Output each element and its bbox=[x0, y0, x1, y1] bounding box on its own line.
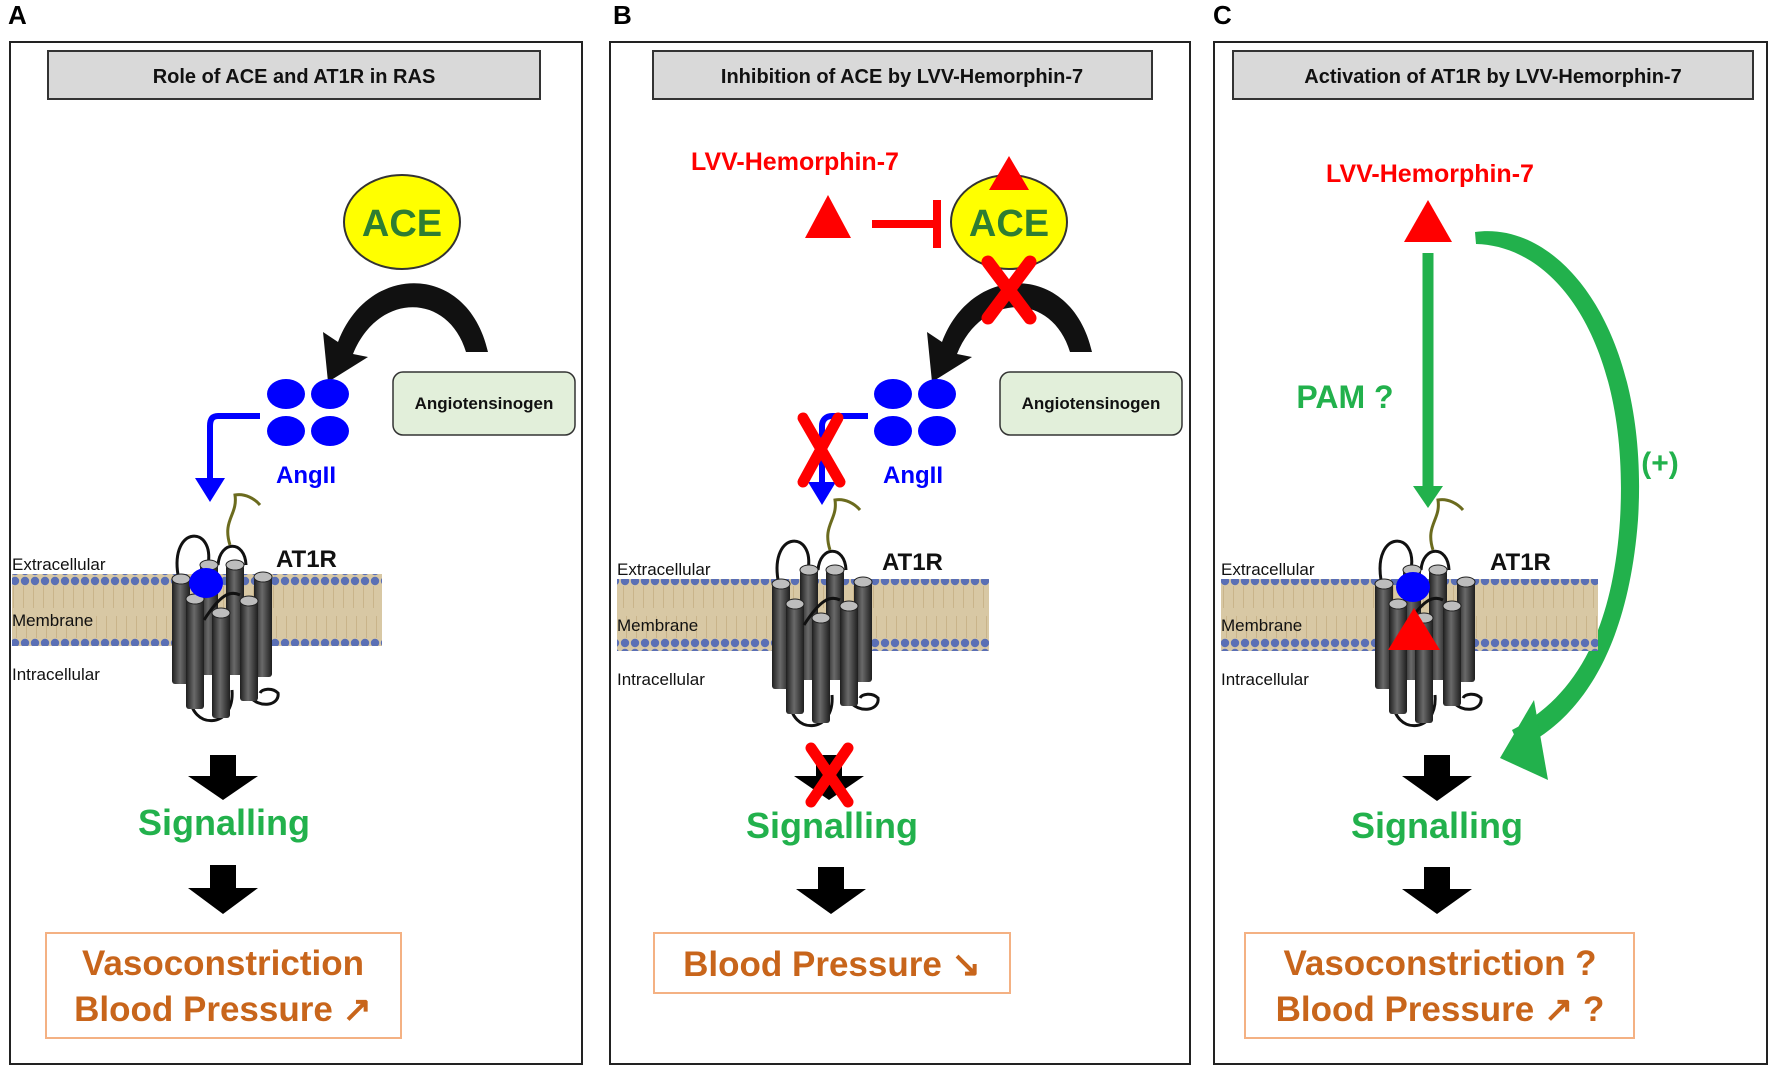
block-cross bbox=[797, 412, 846, 488]
outcome-line: Vasoconstriction bbox=[82, 944, 364, 983]
panel-title-box bbox=[47, 50, 541, 100]
panel-a: A Role of ACE and AT1R in RAS ACE Angiot… bbox=[8, 0, 583, 1065]
positive-effect-arrowhead bbox=[1500, 700, 1548, 780]
panel-title-box bbox=[1232, 50, 1754, 100]
angiotensinogen-label: Angiotensinogen bbox=[1022, 394, 1161, 413]
angII-molecule bbox=[874, 379, 956, 446]
outcome-line: Blood Pressure ↗ bbox=[74, 990, 372, 1029]
positive-effect-arrow bbox=[1475, 231, 1640, 749]
angII-arrowhead bbox=[195, 478, 225, 502]
panel-frame bbox=[9, 41, 583, 1065]
outcome-box bbox=[1244, 932, 1635, 1039]
panel-title: Role of ACE and AT1R in RAS bbox=[153, 66, 436, 88]
at1r-label: AT1R bbox=[276, 546, 337, 573]
block-cross bbox=[981, 255, 1037, 325]
panel-letter: A bbox=[8, 0, 27, 30]
panel-title: Inhibition of ACE by LVV-Hemorphin-7 bbox=[721, 66, 1083, 88]
outcome-line: Blood Pressure ↗ ? bbox=[1276, 990, 1605, 1029]
down-arrow-2 bbox=[1402, 867, 1472, 914]
angII-molecule bbox=[267, 379, 349, 446]
panel-letter: C bbox=[1213, 0, 1232, 30]
angiotensinogen-box bbox=[392, 371, 576, 436]
intracellular-label: Intracellular bbox=[617, 670, 705, 689]
outcome-line: Blood Pressure ↘ bbox=[683, 945, 981, 984]
pam-label: PAM ? bbox=[1296, 379, 1393, 415]
extracellular-label: Extracellular bbox=[12, 555, 106, 574]
angII-binding-arrow bbox=[819, 413, 868, 482]
ace-label: ACE bbox=[362, 203, 442, 245]
panel-c: C Activation of AT1R by LVV-Hemorphin-7 … bbox=[1213, 0, 1768, 1065]
signalling-label: Signalling bbox=[746, 805, 918, 846]
down-arrow-1 bbox=[1402, 755, 1472, 801]
bound-angII bbox=[1396, 572, 1430, 602]
angII-label: AngII bbox=[276, 462, 336, 489]
ligand-triangle bbox=[805, 195, 851, 238]
angII-arrowhead bbox=[808, 482, 836, 505]
inhibition-bar bbox=[872, 200, 941, 248]
down-arrow-2 bbox=[188, 865, 258, 914]
panel-frame bbox=[609, 41, 1191, 1065]
conversion-arrow bbox=[323, 283, 488, 382]
panel-letter: B bbox=[613, 0, 632, 30]
membrane-label: Membrane bbox=[1221, 616, 1302, 635]
ace-label: ACE bbox=[969, 203, 1049, 245]
angiotensinogen-box bbox=[999, 371, 1183, 436]
panel-frame bbox=[1213, 41, 1768, 1065]
membrane-label: Membrane bbox=[617, 616, 698, 635]
panel-b: B Inhibition of ACE by LVV-Hemorphin-7 L… bbox=[609, 0, 1191, 1065]
angII-label: AngII bbox=[883, 462, 943, 489]
at1r-label: AT1R bbox=[1490, 549, 1551, 576]
ligand-label: LVV-Hemorphin-7 bbox=[1326, 160, 1534, 188]
membrane-label: Membrane bbox=[12, 611, 93, 630]
outcome-box bbox=[45, 932, 402, 1039]
outcome-box bbox=[653, 932, 1011, 994]
pam-arrowhead bbox=[1413, 486, 1443, 508]
ligand-triangle bbox=[1404, 200, 1452, 242]
intracellular-label: Intracellular bbox=[1221, 670, 1309, 689]
angiotensinogen-label: Angiotensinogen bbox=[415, 394, 554, 413]
extracellular-label: Extracellular bbox=[617, 560, 711, 579]
down-arrow-1 bbox=[188, 755, 258, 800]
down-arrow-2 bbox=[796, 867, 866, 914]
block-cross bbox=[805, 742, 854, 808]
at1r-label: AT1R bbox=[882, 549, 943, 576]
bound-ligand-triangle bbox=[989, 156, 1029, 190]
panel-title-box bbox=[652, 50, 1153, 100]
bound-ligand-triangle bbox=[1388, 608, 1440, 650]
intracellular-label: Intracellular bbox=[12, 665, 100, 684]
bound-angII bbox=[189, 568, 223, 598]
extracellular-label: Extracellular bbox=[1221, 560, 1315, 579]
panel-title: Activation of AT1R by LVV-Hemorphin-7 bbox=[1304, 66, 1681, 88]
angII-binding-arrow bbox=[207, 413, 260, 480]
signalling-label: Signalling bbox=[1351, 805, 1523, 846]
ace-enzyme bbox=[343, 174, 461, 270]
ligand-label: LVV-Hemorphin-7 bbox=[691, 148, 899, 176]
plus-label: (+) bbox=[1641, 447, 1679, 480]
outcome-line: Vasoconstriction ? bbox=[1283, 944, 1596, 983]
signalling-label: Signalling bbox=[138, 802, 310, 843]
